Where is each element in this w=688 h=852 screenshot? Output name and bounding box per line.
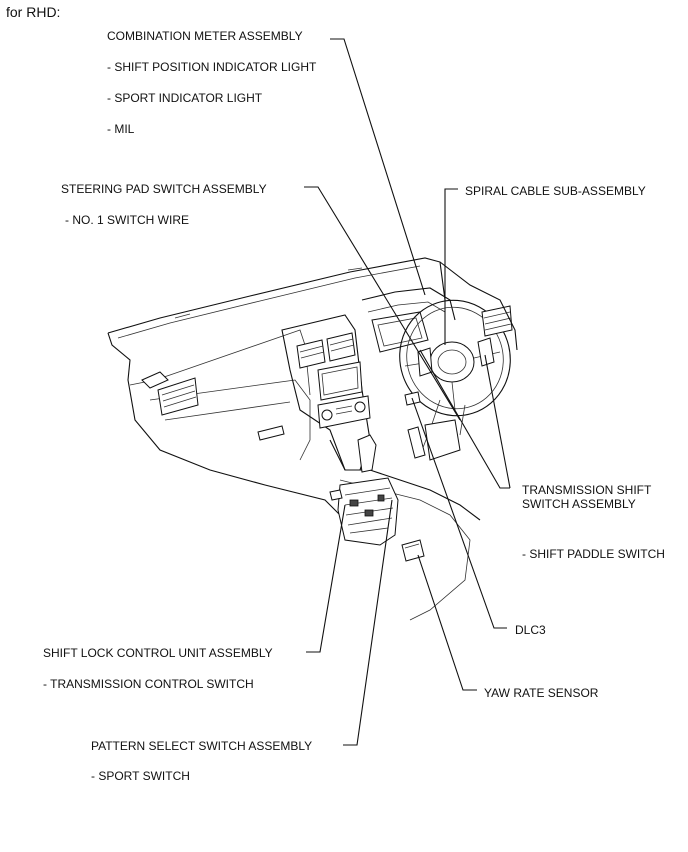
leader-spiral-cable <box>444 188 458 345</box>
steering-wheel-rim <box>399 299 511 417</box>
center-console <box>329 439 481 521</box>
yaw-rate-sensor <box>401 539 425 562</box>
leader-combination-meter <box>330 38 426 296</box>
leader-transmission-shift-a <box>419 349 510 489</box>
pedal <box>407 426 426 459</box>
label-no1-switch-wire: - NO. 1 SWITCH WIRE <box>65 213 189 227</box>
label-transmission-control: - TRANSMISSION CONTROL SWITCH <box>43 677 254 691</box>
label-shift-paddle: - SHIFT PADDLE SWITCH <box>522 547 665 561</box>
label-yaw-rate: YAW RATE SENSOR <box>484 686 599 700</box>
leader-shift-lock <box>306 504 346 653</box>
label-shift-lock: SHIFT LOCK CONTROL UNIT ASSEMBLY <box>43 646 273 660</box>
center-vent-right <box>326 332 356 362</box>
label-sport-light: - SPORT INDICATOR LIGHT <box>107 91 263 105</box>
steering-pad <box>429 341 475 383</box>
shift-lever <box>357 434 377 473</box>
label-transmission-shift-1: TRANSMISSION SHIFT <box>522 483 652 497</box>
label-transmission-shift-2: SWITCH ASSEMBLY <box>522 497 636 511</box>
diagram-header: for RHD: <box>6 4 61 20</box>
center-vent-left <box>296 339 326 369</box>
label-steering-pad: STEERING PAD SWITCH ASSEMBLY <box>61 182 267 196</box>
label-sport-switch: - SPORT SWITCH <box>91 769 190 783</box>
center-display <box>317 361 363 401</box>
label-pattern-select: PATTERN SELECT SWITCH ASSEMBLY <box>91 739 313 753</box>
leader-yaw-rate <box>417 554 477 691</box>
paddle-switch-right <box>477 337 495 367</box>
leader-steering-pad <box>304 186 461 421</box>
glovebox-handle <box>257 425 285 441</box>
dash-left-outline <box>107 332 341 516</box>
steering-column <box>424 419 461 461</box>
label-spiral-cable: SPIRAL CABLE SUB-ASSEMBLY <box>465 184 646 198</box>
combination-meter <box>371 311 429 353</box>
leader-dlc3 <box>411 397 507 629</box>
label-mil: - MIL <box>107 122 135 136</box>
label-dlc3: DLC3 <box>515 623 546 637</box>
dash-top-inner <box>117 265 421 339</box>
leader-transmission-shift-b <box>484 354 511 489</box>
label-shift-position-light: - SHIFT POSITION INDICATOR LIGHT <box>107 60 317 74</box>
leader-pattern-select <box>343 499 393 746</box>
label-combination-meter: COMBINATION METER ASSEMBLY <box>107 29 303 43</box>
